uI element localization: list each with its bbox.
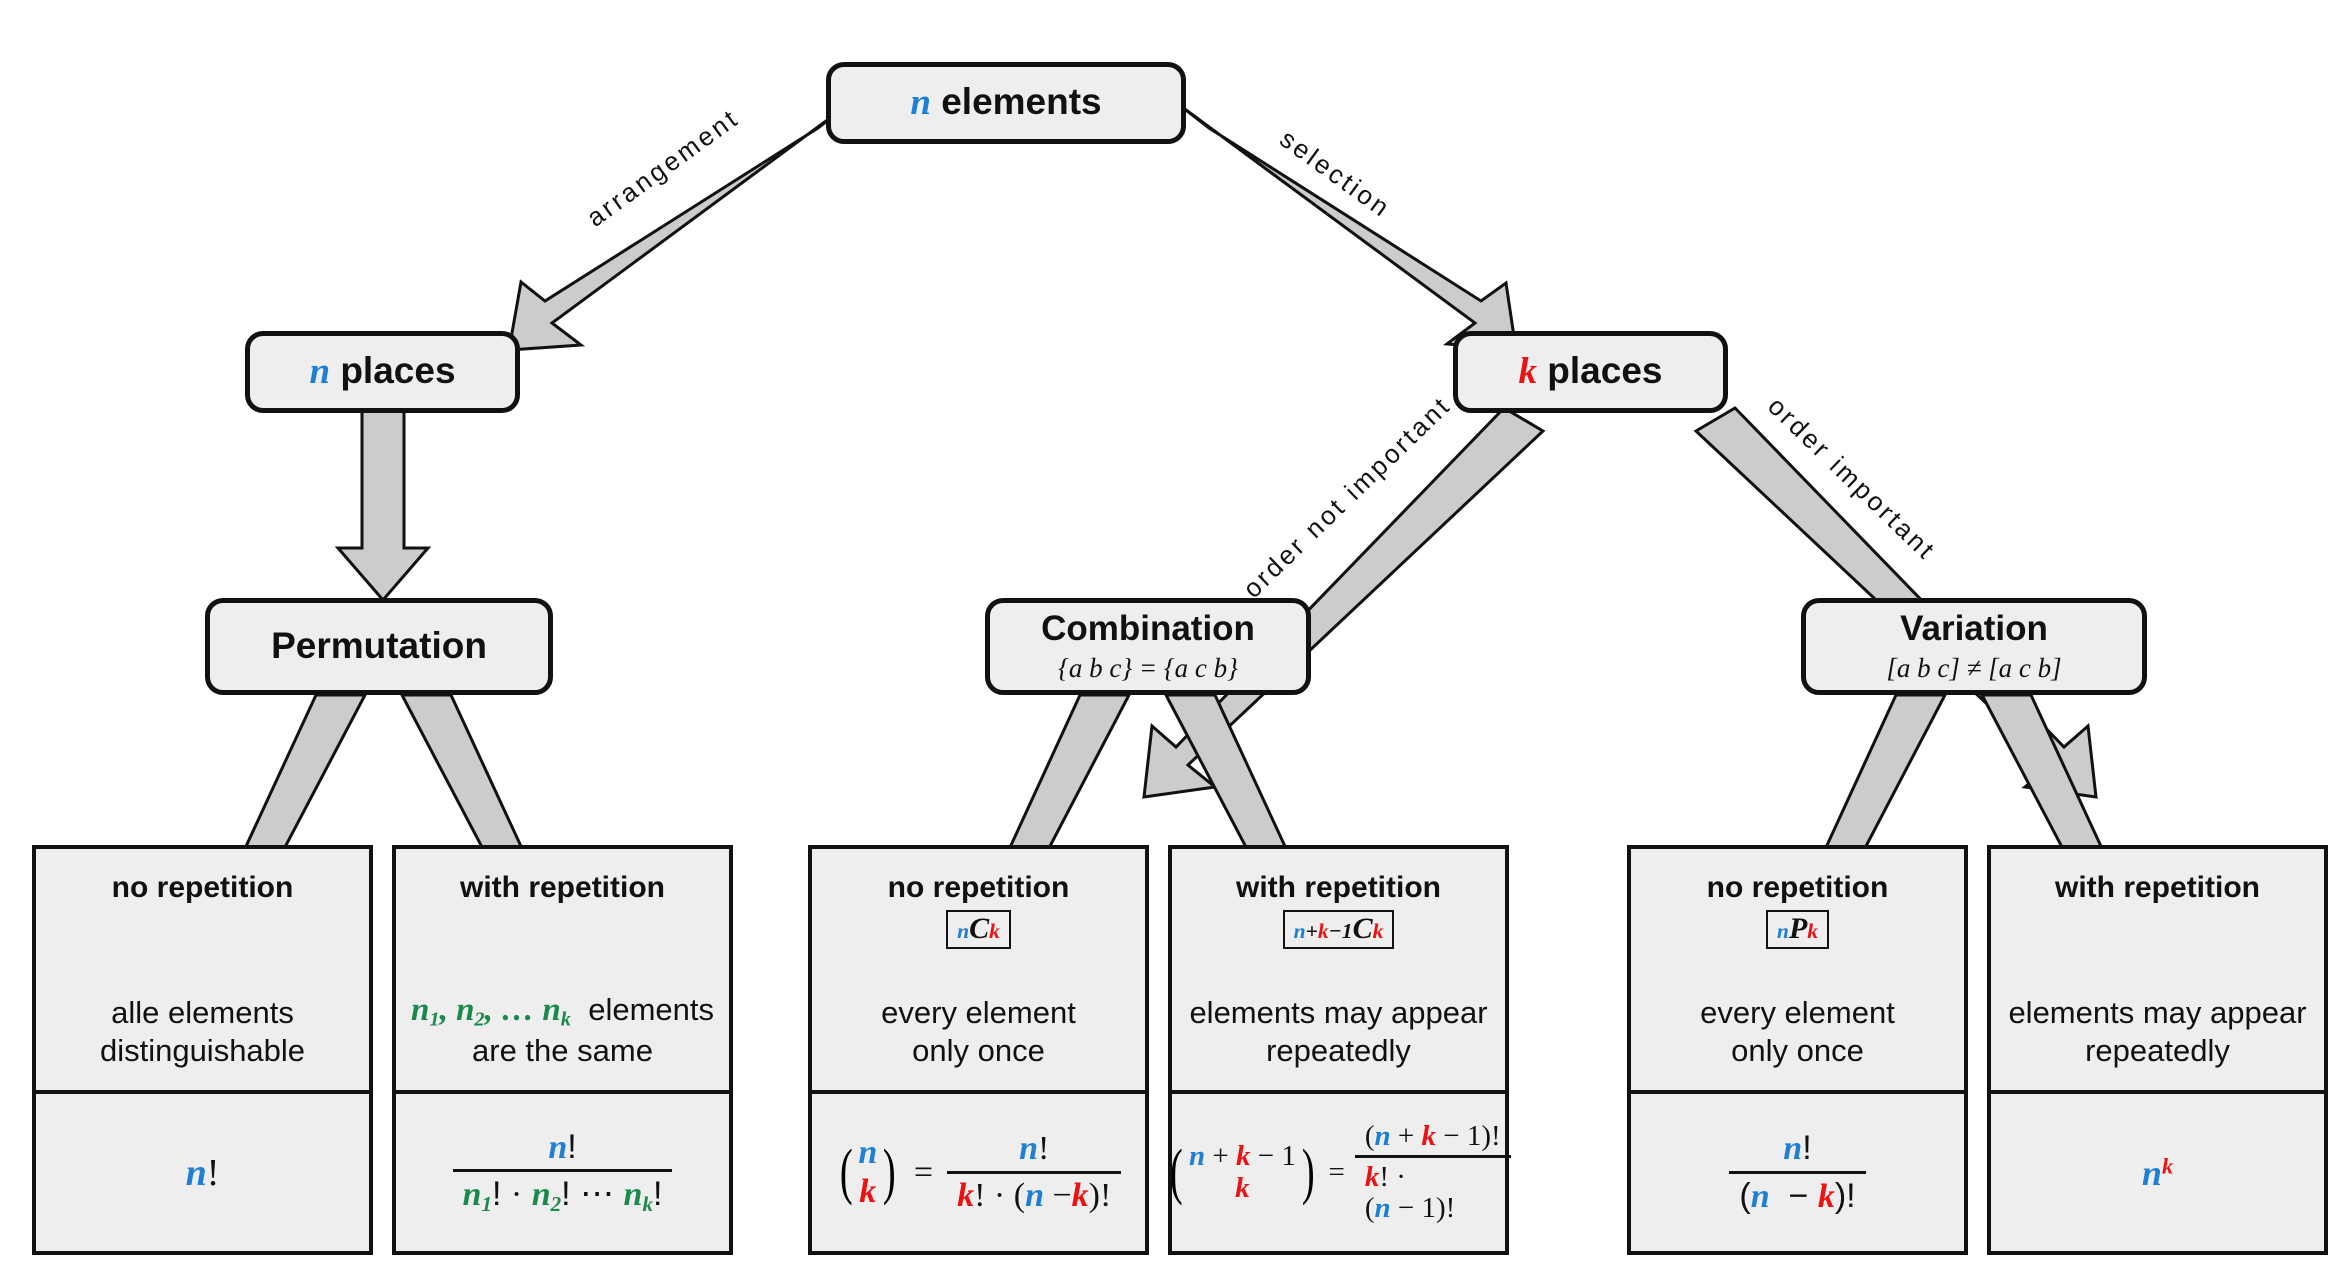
node-variation-label: Variation [1900,609,2048,649]
node-combination-sublabel: {a b c} = {a c b} [1058,653,1238,684]
var-no-rep-head: no repetition [1706,871,1889,904]
comb-with-rep-head: with repetition [1236,871,1441,904]
arrow-root-to-k-places [1177,102,1518,352]
var-with-rep-formula: nk [1991,1094,2324,1251]
comb-no-rep-head: no repetition [887,871,1070,904]
node-variation[interactable]: Variation [a b c] ≠ [a c b] [1801,598,2147,695]
n-places-variable: n [309,351,331,393]
node-k-places[interactable]: k places [1453,331,1728,413]
perm-no-rep-top: no repetition alle elements distinguisha… [36,849,369,1094]
perm-no-rep-box[interactable]: no repetition alle elements distinguisha… [32,845,373,1255]
perm-with-rep-box[interactable]: with repetition n1, n2, … nk elements ar… [392,845,733,1255]
node-n-places[interactable]: n places [245,331,520,413]
var-no-rep-top: no repetition nPk every element only onc… [1631,849,1964,1094]
comb-no-rep-desc: every element only once [881,995,1076,1069]
node-permutation-label: Permutation [271,625,487,667]
var-no-rep-desc: every element only once [1700,995,1895,1069]
comb-with-rep-desc: elements may appear repeatedly [1189,995,1488,1069]
var-with-rep-top: with repetition elements may appear repe… [1991,849,2324,1094]
comb-no-rep-top: no repetition nCk every element only onc… [812,849,1145,1094]
badge-nPk: nPk [1765,910,1830,949]
perm-no-rep-formula: n! [185,1151,220,1194]
perm-no-rep-desc: alle elements distinguishable [99,995,306,1069]
comb-with-rep-top: with repetition n+k−1Ck elements may app… [1172,849,1505,1094]
perm-with-rep-top: with repetition n1, n2, … nk elements ar… [396,849,729,1094]
var-no-rep-formula: n! (n − k)! [1631,1094,1964,1251]
node-variation-sublabel: [a b c] ≠ [a c b] [1886,653,2062,684]
node-root-n-elements[interactable]: n elements [826,62,1186,144]
formula-n: n [185,1151,207,1194]
perm-with-rep-desc: n1, n2, … nk elements are the same [410,991,714,1069]
comb-with-rep-box[interactable]: with repetition n+k−1Ck elements may app… [1168,845,1511,1255]
formula-n-subscripts: n1, n2, … nk [410,991,571,1031]
badge-nCk: nCk [946,910,1011,949]
node-root-label: n elements [910,81,1102,124]
perm-no-rep-head: no repetition [111,871,294,904]
edge-label-order-important: order important [1762,390,1943,567]
var-with-rep-head: with repetition [2055,871,2260,904]
comb-no-rep-formula: ( n k ) = n! k! · (n −k)! [812,1094,1145,1251]
badge-n-plus-k-minus-1-C-k: n+k−1Ck [1282,910,1395,949]
var-with-rep-desc: elements may appear repeatedly [2008,995,2307,1069]
binomial-n-k: ( n k ) [839,1134,896,1210]
node-permutation[interactable]: Permutation [205,598,553,695]
node-combination[interactable]: Combination {a b c} = {a c b} [985,598,1311,695]
binomial-n-plus-k-minus-1-k: ( n + k − 1 k ) [1170,1138,1315,1207]
formula-n-power-k: nk [2141,1152,2174,1193]
comb-no-rep-box[interactable]: no repetition nCk every element only onc… [808,845,1149,1255]
arrow-n-places-to-permutation [334,406,432,603]
root-variable: n [910,82,931,124]
edge-label-arrangement: arrangement [580,102,745,233]
node-k-places-label: k places [1518,350,1663,393]
k-places-variable: k [1518,351,1538,393]
perm-with-rep-formula: n! n1! · n2! ⋯ nk! [396,1094,729,1251]
node-n-places-label: n places [309,350,456,393]
var-with-rep-box[interactable]: with repetition elements may appear repe… [1987,845,2328,1255]
node-combination-label: Combination [1041,609,1255,649]
comb-with-rep-formula: ( n + k − 1 k ) = (n + k − 1)! k! · ( [1170,1094,1511,1251]
edge-label-order-not-important: order not important [1236,389,1457,604]
var-no-rep-box[interactable]: no repetition nPk every element only onc… [1627,845,1968,1255]
edge-label-selection: selection [1274,123,1397,224]
perm-with-rep-head: with repetition [460,871,665,904]
